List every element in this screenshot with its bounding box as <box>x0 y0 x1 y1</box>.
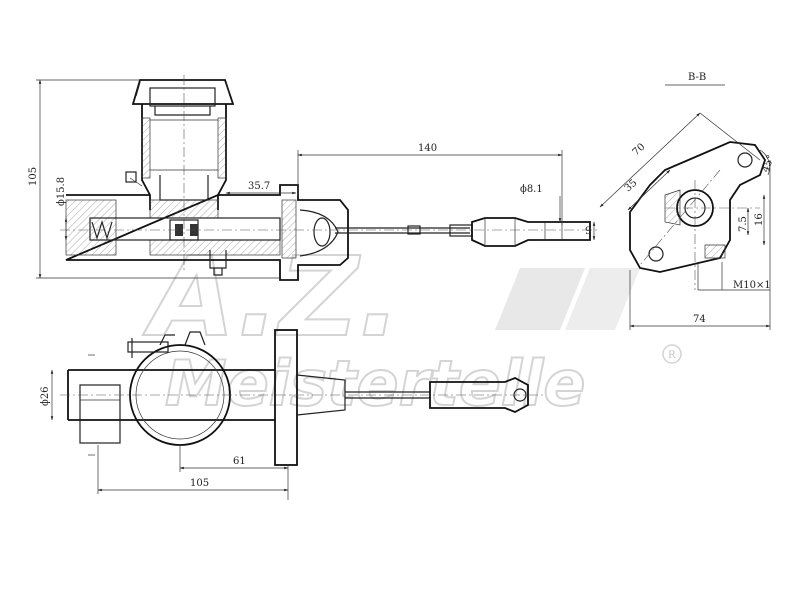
dim-phi-8-1: ϕ8.1 <box>520 184 543 195</box>
clevis-plan <box>429 377 529 413</box>
outlet-port <box>209 250 227 276</box>
dim-74: 74 <box>693 314 706 325</box>
dim-16: 16 <box>754 213 765 226</box>
dim-140: 140 <box>418 143 437 154</box>
dim-61: 61 <box>233 456 246 467</box>
dimensions-top: 140 35.7 105 ϕ15.8 ϕ8.1 9 <box>28 79 596 279</box>
reservoir-clamp <box>184 331 206 346</box>
section-view-bb: B-B <box>629 72 766 290</box>
dim-105-bottom: 105 <box>190 478 209 489</box>
section-view-top <box>60 75 600 281</box>
dim-m10x1: M10×1 <box>733 280 771 291</box>
watermark-stripes-logo <box>495 268 640 330</box>
dim-105: 105 <box>28 167 39 186</box>
registered-mark <box>662 344 682 364</box>
dimensions-bottom: ϕ26 61 105 <box>40 354 289 500</box>
dim-70: 70 <box>631 142 648 159</box>
dim-phi-15-8: ϕ15.8 <box>56 177 67 206</box>
dim-35-7: 35.7 <box>248 181 270 192</box>
plan-view-bottom <box>60 329 545 466</box>
registered-mark-letter: R <box>668 350 676 361</box>
dim-35: 35 <box>623 178 640 195</box>
return-spring <box>91 219 113 241</box>
flange-hole-bottom <box>648 246 664 262</box>
section-label: B-B <box>688 72 706 83</box>
watermark-brand: Meistertelle <box>165 347 585 420</box>
mounting-flange <box>274 329 298 466</box>
clevis <box>471 217 591 247</box>
dim-phi-26: ϕ26 <box>40 386 51 406</box>
outlet-block <box>79 384 121 444</box>
reservoir-cap <box>131 79 235 105</box>
dust-boot <box>299 209 339 257</box>
dim-9: 9 <box>585 226 591 237</box>
flange-hole-top <box>737 152 753 168</box>
dim-7-5: 7.5 <box>738 216 749 232</box>
cylinder-body <box>65 184 349 281</box>
